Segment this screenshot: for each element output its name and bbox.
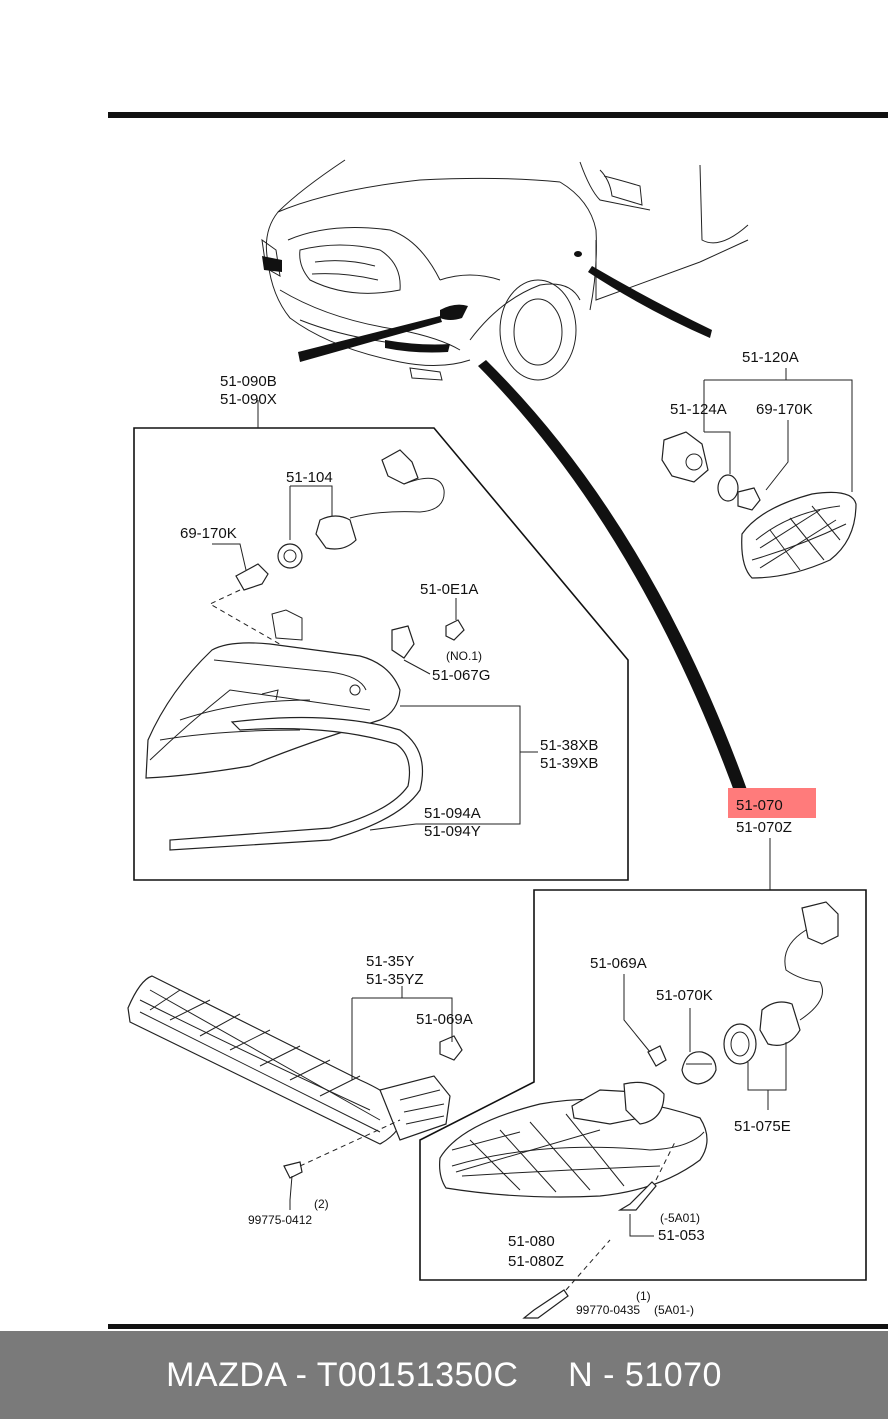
label-51-080z: 51-080Z (508, 1253, 564, 1270)
side-marker-51-120a-part (741, 491, 857, 579)
label-69-170k-right: 69-170K (756, 401, 813, 418)
label-99770-range: (5A01-) (654, 1303, 694, 1317)
group-box-51-090 (133, 427, 629, 881)
lens-51-38xb-part (145, 609, 401, 779)
label-51-053-range: (-5A01) (660, 1211, 700, 1225)
socket-51-075e-part (723, 901, 839, 1065)
car-front-illustration (261, 159, 749, 381)
label-99775-qty: (2) (314, 1197, 329, 1211)
label-99775-0412: 99775-0412 (248, 1213, 312, 1227)
gasket-51-094a-part (169, 716, 424, 851)
bulb-69-170k-right-part (737, 487, 761, 511)
screw-51-053-part (617, 1181, 657, 1211)
footer-part-number: MAZDA - T00151350C N - 51070 (166, 1356, 722, 1394)
pointer-line-side (588, 266, 712, 338)
label-99770-qty: (1) (636, 1289, 651, 1303)
label-51-35y: 51-35Y (366, 953, 414, 970)
label-51-075e: 51-075E (734, 1118, 791, 1135)
label-51-090b: 51-090B (220, 373, 277, 390)
label-51-053: 51-053 (658, 1227, 705, 1244)
label-51-070: 51-070 (736, 797, 783, 814)
screw-guide-dashed-left (299, 1119, 401, 1167)
label-51-104: 51-104 (286, 469, 333, 486)
side-lamp-51-35y-part (127, 975, 451, 1145)
clip-51-069a-left-part (439, 1035, 463, 1061)
clip-51-0e1a-part (445, 619, 465, 641)
label-51-090x: 51-090X (220, 391, 277, 408)
label-51-35yz: 51-35YZ (366, 971, 424, 988)
group-box-51-070 (419, 889, 867, 1281)
label-51-080: 51-080 (508, 1233, 555, 1250)
turn-lamp-51-080-part (439, 1081, 708, 1198)
pointer-line-turn-lamp (478, 360, 750, 802)
bulb-69-170k-left-part (235, 563, 269, 591)
top-rule (108, 112, 888, 118)
parts-diagram: 51-090B 51-090X 51-104 69-170K 51-0E1A (… (108, 112, 888, 1329)
label-51-39xb: 51-39XB (540, 755, 598, 772)
label-51-069a-left: 51-069A (416, 1011, 473, 1028)
footer-bar: MAZDA - T00151350C N - 51070 (0, 1331, 888, 1419)
label-51-38xb: 51-38XB (540, 737, 598, 754)
label-51-0e1a: 51-0E1A (420, 581, 478, 598)
label-51-120a: 51-120A (742, 349, 799, 366)
label-51-067g: 51-067G (432, 667, 490, 684)
socket-51-104-part (277, 449, 445, 569)
highlight-51-070 (728, 788, 816, 818)
label-51-094a: 51-094A (424, 805, 481, 822)
nut-51-067g-part (391, 625, 415, 659)
screw-99775-0412-part (283, 1161, 303, 1201)
clip-51-069a-right-part (647, 1045, 667, 1067)
label-51-124a: 51-124A (670, 401, 727, 418)
label-99770-0435: 99770-0435 (576, 1303, 640, 1317)
screw-guide-dashed-right (655, 1139, 677, 1181)
label-69-170k-left: 69-170K (180, 525, 237, 542)
label-51-070z: 51-070Z (736, 819, 792, 836)
bulb-51-070k-part (681, 1051, 717, 1085)
label-51-094y: 51-094Y (424, 823, 481, 840)
socket-51-124a-part (661, 431, 709, 483)
label-51-070k: 51-070K (656, 987, 713, 1004)
pointer-line-front-left (298, 316, 442, 362)
screw-99770-0435-part (522, 1289, 569, 1319)
ring-51-120a-part (717, 474, 739, 502)
label-no1: (NO.1) (446, 649, 482, 663)
label-51-069a-right: 51-069A (590, 955, 647, 972)
bottom-rule (108, 1324, 888, 1329)
